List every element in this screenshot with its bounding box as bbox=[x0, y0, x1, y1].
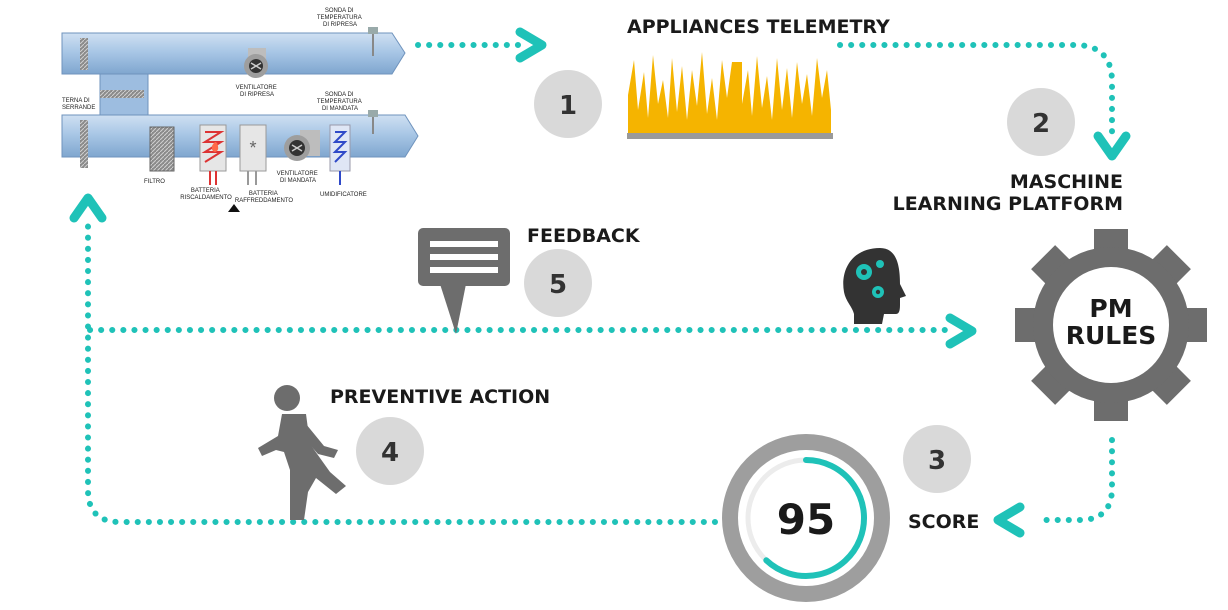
gear-tooth bbox=[1031, 245, 1077, 291]
batt-raff-l2: RAFFREDDAMENTO bbox=[235, 198, 294, 204]
walking-person-icon bbox=[258, 385, 346, 520]
telemetry-baseline bbox=[627, 133, 833, 139]
sonda-mandata-l3: DI MANDATA bbox=[322, 106, 358, 112]
step-2-badge bbox=[1007, 88, 1075, 156]
telemetry-waveform bbox=[628, 52, 831, 133]
step-2-number: 2 bbox=[1032, 109, 1050, 139]
step-5-badge bbox=[524, 249, 592, 317]
svg-text:BATTERIA RISCALDAMENTO: BATTERIA RISCALDAMENTO bbox=[180, 188, 232, 201]
step-4-badge bbox=[356, 417, 424, 485]
gear-tooth bbox=[1031, 359, 1077, 405]
sonda-mandata-l2: TEMPERATURA bbox=[317, 99, 362, 105]
filtro-label: FILTRO bbox=[144, 179, 165, 185]
gear-line2: RULES bbox=[1066, 321, 1157, 350]
score-value: 95 bbox=[777, 495, 835, 544]
sonda-mandata-l1: SONDA DI bbox=[325, 92, 354, 98]
step-1-number: 1 bbox=[559, 91, 577, 121]
return-temp-sensor-icon bbox=[368, 27, 378, 56]
sonda-ripresa-l3: DI RIPRESA bbox=[323, 22, 357, 28]
pointer-arrow-icon bbox=[228, 204, 240, 212]
flow-score-to-action bbox=[85, 215, 718, 525]
gear-line1: PM bbox=[1089, 294, 1132, 323]
step-3-number: 3 bbox=[928, 446, 946, 476]
feedback-label: FEEDBACK bbox=[527, 225, 641, 247]
flow-platform-to-score bbox=[1037, 437, 1115, 523]
step-4-number: 4 bbox=[381, 438, 399, 468]
vent-ripresa-l1: VENTILATORE bbox=[236, 85, 277, 91]
step-4-action: PREVENTIVE ACTION 4 bbox=[258, 385, 550, 520]
vent-mandata-l1: VENTILATORE bbox=[277, 171, 318, 177]
step-3-badge bbox=[903, 425, 971, 493]
telemetry-label: APPLIANCES TELEMETRY bbox=[627, 16, 890, 38]
score-outer-ring bbox=[722, 434, 890, 602]
svg-text:VENTILATORE DI RIPRESA: VENTILATORE DI RIPRESA bbox=[236, 85, 279, 98]
svg-text:SONDA DI TEMPERATURA: SONDA DI TEMPERATURA DI RIPRESA bbox=[317, 8, 363, 28]
batt-raff-l1: BATTERIA bbox=[249, 191, 278, 197]
arrowhead-feedback bbox=[945, 313, 977, 349]
svg-text:VENTILATORE DI MANDATA: VENTILATORE DI MANDATA bbox=[277, 171, 320, 184]
arrowhead-hvac bbox=[69, 193, 107, 223]
damper-middle bbox=[100, 90, 144, 98]
step-5-feedback: FEEDBACK 5 bbox=[418, 225, 641, 334]
action-label: PREVENTIVE ACTION bbox=[330, 386, 550, 408]
batt-risc-l1: BATTERIA bbox=[191, 188, 220, 194]
filter-icon bbox=[149, 126, 175, 172]
arrowhead-score bbox=[993, 502, 1025, 538]
gear-tooth bbox=[1145, 245, 1191, 291]
score-label: SCORE bbox=[908, 511, 979, 533]
arrowhead-platform bbox=[1093, 131, 1131, 161]
head-gears-icon bbox=[843, 248, 906, 324]
svg-text:TERNA DI SERRANDE: TERNA DI SERRANDE bbox=[62, 98, 95, 111]
svg-text:BATTERIA RAFFREDDAMENTO: BATTERIA RAFFREDDAMENTO bbox=[235, 191, 294, 204]
umidificatore-label: UMIDIFICATORE bbox=[320, 192, 367, 198]
heating-coil-icon bbox=[199, 124, 227, 185]
step-5-number: 5 bbox=[549, 270, 567, 300]
score-progress-arc bbox=[763, 457, 867, 579]
supply-temp-sensor-icon bbox=[368, 110, 378, 134]
humidifier-icon bbox=[329, 124, 351, 185]
vent-mandata-l2: DI MANDATA bbox=[280, 178, 316, 184]
cooling-coil-icon: * bbox=[239, 124, 267, 185]
terna-l2: SERRANDE bbox=[62, 105, 95, 111]
step-2-platform: 2 MASCHINE LEARNING PLATFORM bbox=[893, 88, 1123, 215]
supply-fan-icon bbox=[284, 130, 320, 161]
gear-icon: PM RULES bbox=[1015, 229, 1207, 421]
platform-label-line2: LEARNING PLATFORM bbox=[893, 193, 1123, 215]
return-fan-icon bbox=[244, 48, 268, 78]
terna-l1: TERNA DI bbox=[62, 98, 90, 104]
damper-left-bottom bbox=[80, 120, 88, 168]
gear-teeth bbox=[1015, 229, 1207, 421]
svg-text:SONDA DI TEMPERATURA: SONDA DI TEMPERATURA DI MANDATA bbox=[317, 92, 363, 112]
hvac-unit-illustration: * SONDA DI TEMPERATURA DI RIPRESA SONDA … bbox=[61, 8, 419, 212]
flow-telemetry-to-platform bbox=[837, 42, 1115, 138]
damper-left-top bbox=[80, 38, 88, 70]
arrowhead-telemetry bbox=[515, 27, 547, 63]
platform-label-line1: MASCHINE bbox=[1010, 171, 1123, 193]
gear-tooth bbox=[1145, 359, 1191, 405]
batt-risc-l2: RISCALDAMENTO bbox=[180, 195, 232, 201]
step-1-badge bbox=[534, 70, 602, 138]
svg-text:*: * bbox=[249, 138, 256, 158]
vent-ripresa-l2: DI RIPRESA bbox=[240, 92, 274, 98]
flow-connectors bbox=[69, 27, 1131, 538]
speech-bubble-icon bbox=[418, 228, 510, 334]
sonda-ripresa-l1: SONDA DI bbox=[325, 8, 354, 14]
step-1-telemetry: APPLIANCES TELEMETRY 1 bbox=[534, 16, 890, 139]
return-air-duct bbox=[61, 32, 406, 75]
sonda-ripresa-l2: TEMPERATURA bbox=[317, 15, 362, 21]
step-3-score: 95 3 SCORE bbox=[722, 425, 979, 602]
